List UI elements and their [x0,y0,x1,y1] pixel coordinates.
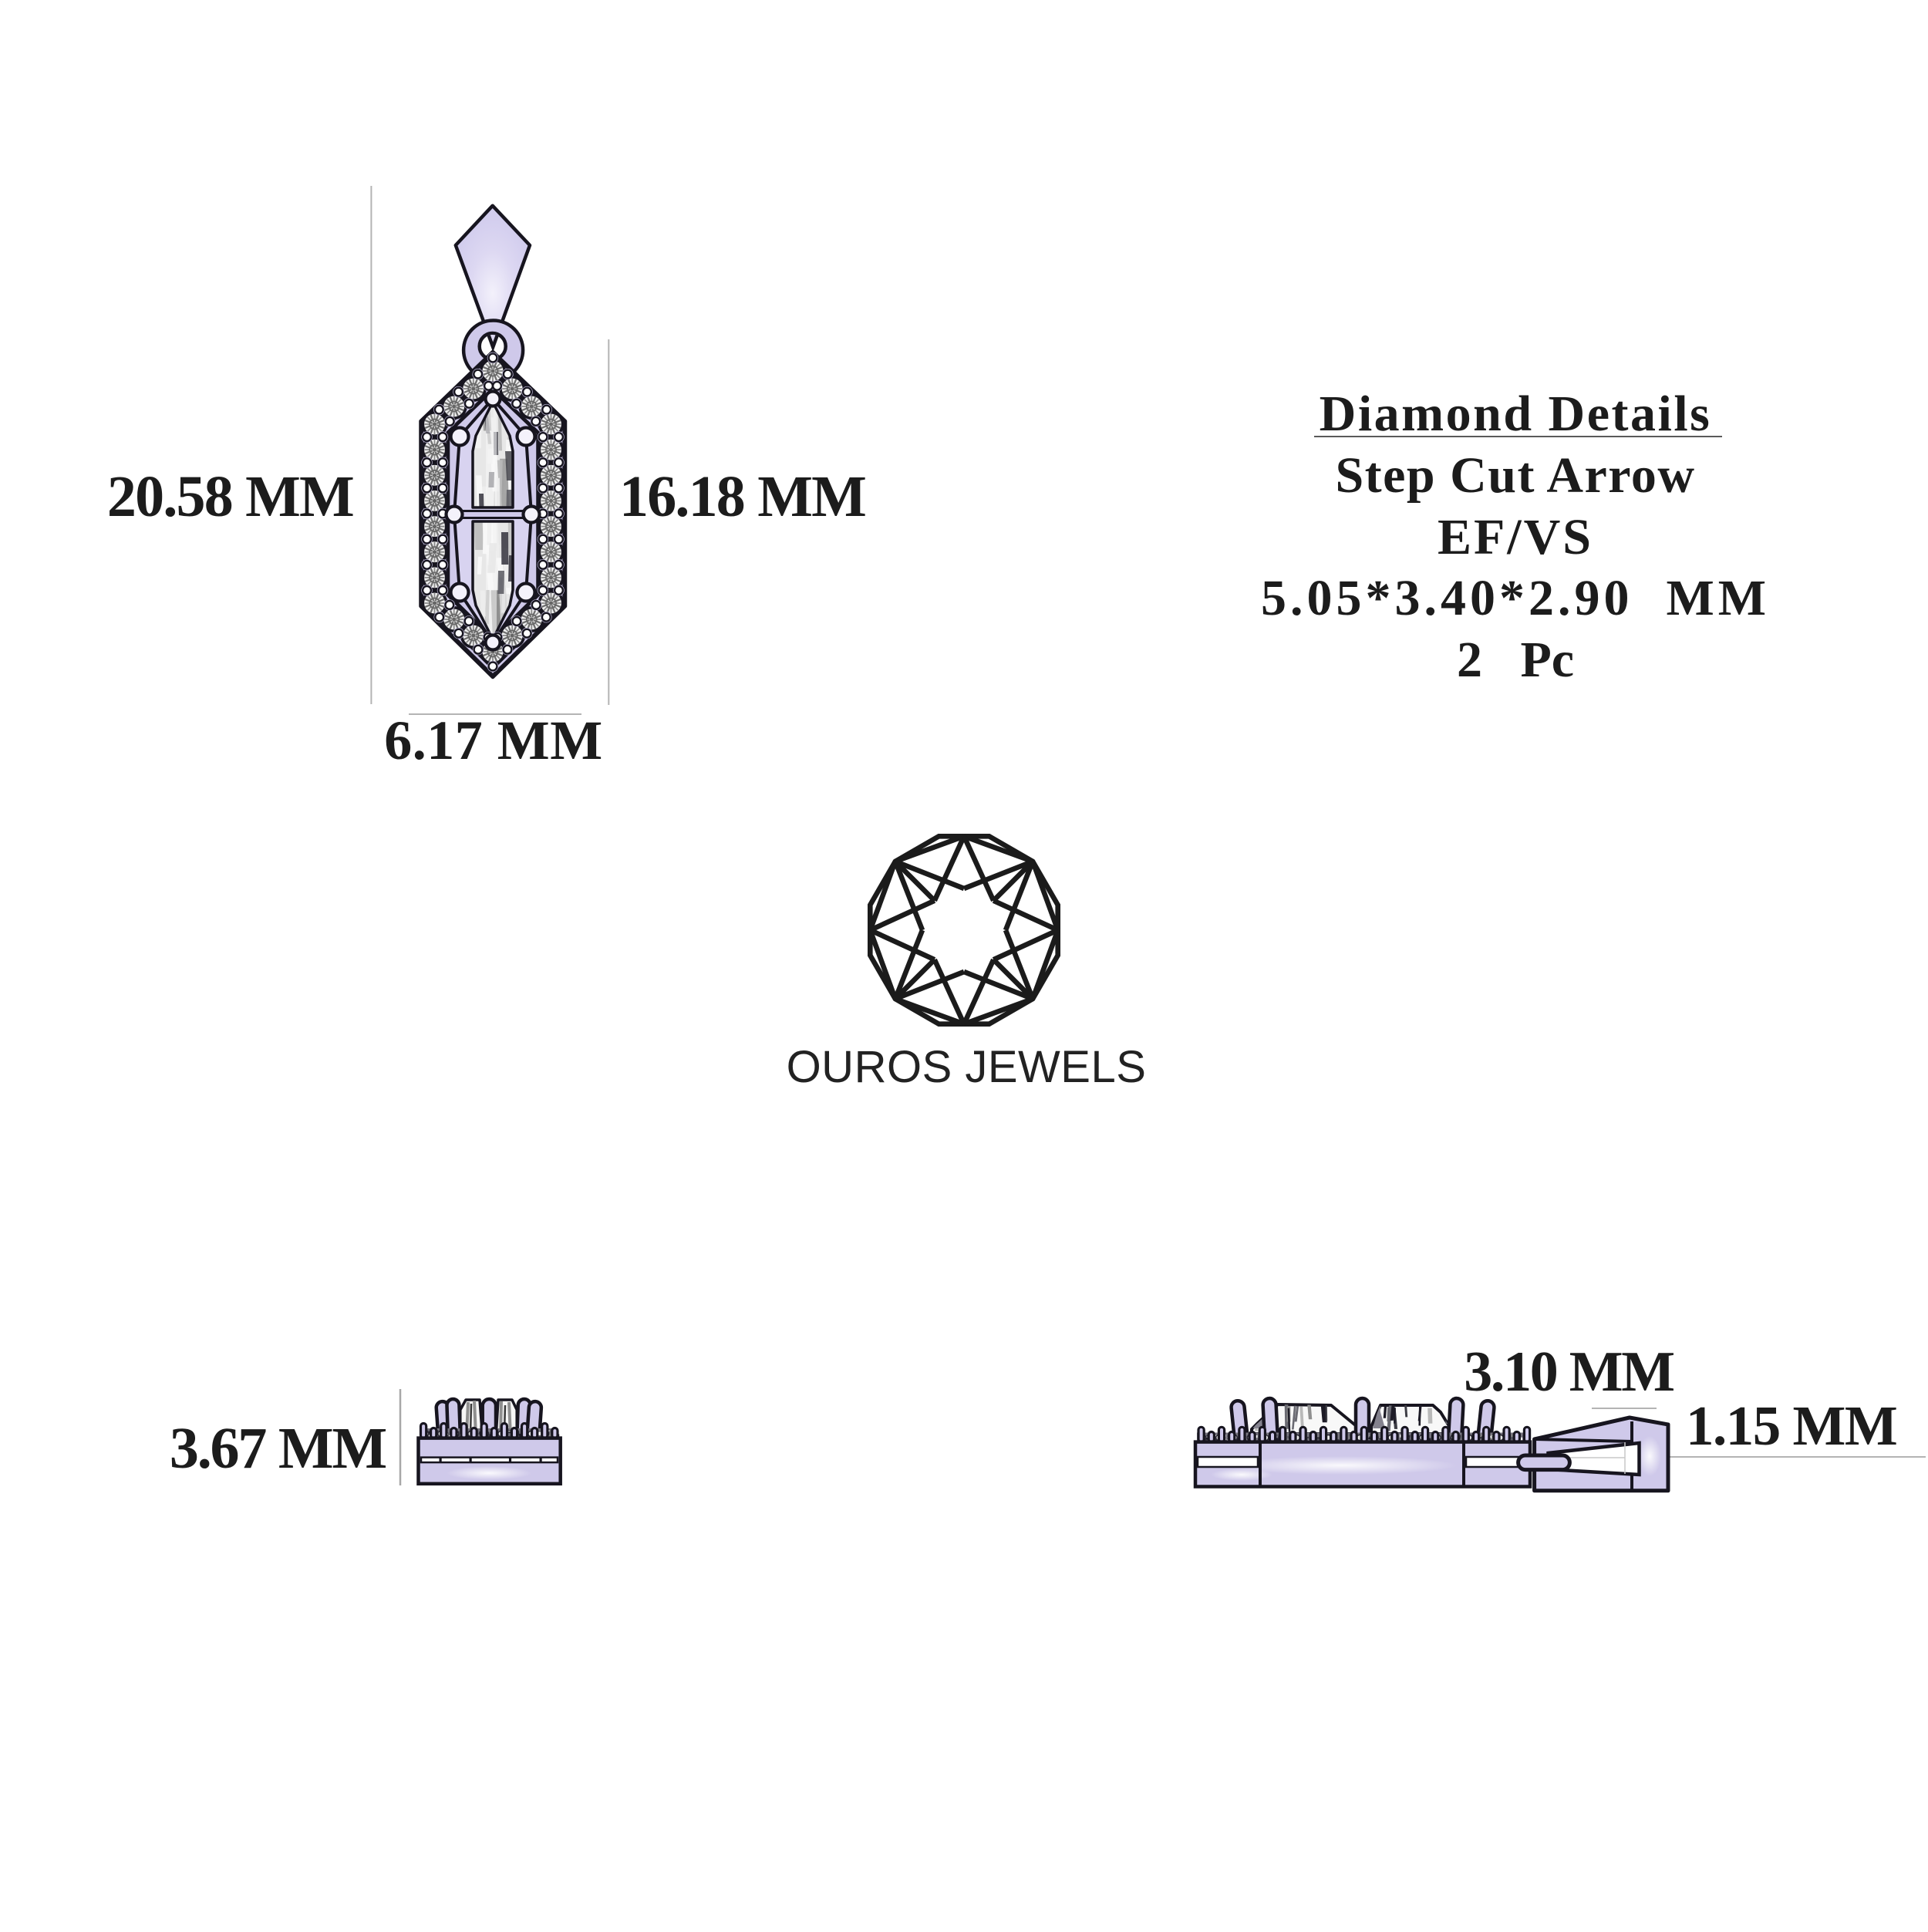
svg-text:EF/VS: EF/VS [1438,509,1593,565]
svg-text:Diamond Details: Diamond Details [1320,386,1712,442]
svg-text:OUROS JEWELS: OUROS JEWELS [787,1042,1147,1092]
svg-text:16.18 MM: 16.18 MM [619,464,865,529]
svg-text:3.10 MM: 3.10 MM [1464,1340,1674,1404]
svg-text:6.17 MM: 6.17 MM [384,710,602,771]
svg-text:5.05*3.40*2.90 MM: 5.05*3.40*2.90 MM [1261,570,1770,626]
svg-text:3.67 MM: 3.67 MM [170,1416,386,1481]
svg-text:2 Pc: 2 Pc [1457,632,1574,688]
svg-text:Step Cut Arrow: Step Cut Arrow [1335,447,1695,504]
svg-text:20.58 MM: 20.58 MM [107,464,353,529]
svg-text:1.15 MM: 1.15 MM [1686,1394,1896,1457]
